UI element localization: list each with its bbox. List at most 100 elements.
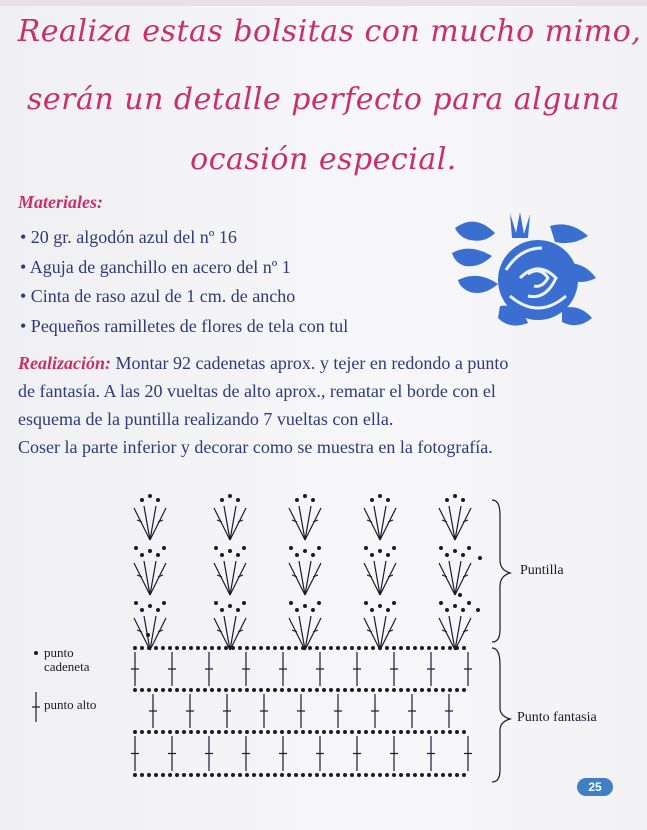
- chain-stitch-dot: [238, 730, 242, 734]
- chain-stitch-dot: [462, 730, 466, 734]
- double-crochet-stitch: [288, 617, 306, 651]
- chain-stitch-dot: [301, 688, 305, 692]
- chain-stitch-dot: [364, 688, 368, 692]
- chain-stitch-dot: [294, 646, 298, 650]
- chain-stitch-dot: [134, 601, 138, 605]
- double-crochet-stitch: [143, 615, 151, 651]
- chain-stitch-dot: [148, 494, 152, 498]
- double-crochet-stitch: [379, 615, 387, 651]
- chain-stitch-dot: [329, 646, 333, 650]
- chain-stitch-dot: [371, 688, 375, 692]
- chain-stitch-dot: [245, 773, 249, 777]
- chain-stitch-dot: [317, 601, 321, 605]
- chain-stitch-dot: [168, 646, 172, 650]
- double-crochet-stitch: [237, 519, 244, 523]
- chain-stitch-dot: [357, 688, 361, 692]
- title-line-2: serán un detalle perfecto para alguna: [27, 82, 620, 117]
- double-crochet-stitch: [157, 519, 164, 523]
- double-crochet-stitch: [157, 629, 164, 633]
- chain-stitch-dot: [231, 688, 235, 692]
- chain-stitch-dot: [434, 730, 438, 734]
- chain-stitch-dot: [252, 773, 256, 777]
- double-crochet-stitch: [143, 505, 151, 541]
- chain-stitch-dot: [386, 553, 390, 557]
- chain-stitch-dot: [392, 730, 396, 734]
- instructions-label: Realización:: [18, 353, 111, 373]
- chain-stitch-dot: [420, 773, 424, 777]
- double-crochet-stitch: [223, 560, 231, 596]
- instructions-text: Realización: Montar 92 cadenetas aprox. …: [18, 349, 628, 461]
- chain-stitch-dot: [210, 730, 214, 734]
- materials-list: • 20 gr. algodón azul del nº 16 • Aguja …: [20, 223, 348, 341]
- leaf-shape: [458, 275, 498, 293]
- chain-stitch-dot: [378, 730, 382, 734]
- chain-stitch-dot: [34, 651, 38, 655]
- chain-stitch-dot: [220, 498, 224, 502]
- chain-stitch-dot: [371, 646, 375, 650]
- instructions-text-1: Montar 92 cadenetas aprox. y tejer en re…: [111, 353, 509, 373]
- chain-stitch-dot: [462, 688, 466, 692]
- chain-stitch-dot: [357, 730, 361, 734]
- chain-stitch-dot: [453, 549, 457, 553]
- double-crochet-stitch: [291, 574, 298, 578]
- double-crochet-stitch: [133, 617, 151, 651]
- double-crochet-stitch: [312, 574, 319, 578]
- crochet-chart: [32, 494, 513, 783]
- chain-stitch-dot: [196, 646, 200, 650]
- chain-stitch-dot: [245, 646, 249, 650]
- chain-stitch-dot: [189, 688, 193, 692]
- chain-stitch-dot: [245, 688, 249, 692]
- chain-stitch-dot: [378, 646, 382, 650]
- chain-stitch-dot: [228, 494, 232, 498]
- instructions-line-2: de fantasía. A las 20 vueltas de alto ap…: [18, 381, 496, 401]
- chain-stitch-dot: [462, 646, 466, 650]
- chain-stitch-dot: [392, 646, 396, 650]
- double-crochet-stitch: [304, 507, 322, 541]
- chain-stitch-dot: [343, 646, 347, 650]
- leaf-shape: [452, 248, 492, 267]
- chain-stitch-dot: [210, 773, 214, 777]
- chain-stitch-dot: [280, 646, 284, 650]
- chain-stitch-dot: [182, 646, 186, 650]
- double-crochet-stitch: [229, 505, 237, 541]
- chain-stitch-dot: [461, 553, 465, 557]
- chain-stitch-dot: [196, 773, 200, 777]
- materials-item: • 20 gr. algodón azul del nº 16: [20, 227, 237, 247]
- double-crochet-stitch: [379, 617, 397, 651]
- chain-stitch-dot: [350, 688, 354, 692]
- chain-stitch-dot: [413, 688, 417, 692]
- brace-fantasia: [491, 647, 513, 783]
- chain-stitch-dot: [448, 730, 452, 734]
- materials-heading: Materiales:: [18, 192, 103, 212]
- double-crochet-stitch: [229, 562, 247, 596]
- double-crochet-stitch: [366, 629, 373, 633]
- chain-stitch-dot: [478, 556, 482, 560]
- materials-item: • Cinta de raso azul de 1 cm. de ancho: [20, 286, 296, 306]
- double-crochet-stitch: [441, 629, 448, 633]
- double-crochet-stitch: [448, 505, 456, 541]
- double-crochet-stitch: [454, 562, 472, 596]
- chain-stitch-dot: [420, 646, 424, 650]
- chain-stitch-dot: [322, 773, 326, 777]
- chain-stitch-dot: [420, 730, 424, 734]
- chain-stitch-dot: [140, 773, 144, 777]
- chain-stitch-dot: [434, 646, 438, 650]
- chain-stitch-dot: [406, 773, 410, 777]
- chain-stitch-dot: [259, 773, 263, 777]
- double-crochet-stitch: [149, 507, 167, 541]
- chain-stitch-dot: [441, 773, 445, 777]
- chain-stitch-dot: [461, 498, 465, 502]
- chain-stitch-dot: [311, 553, 315, 557]
- chain-stitch-dot: [427, 688, 431, 692]
- double-crochet-stitch: [363, 617, 381, 651]
- chain-stitch-dot: [238, 688, 242, 692]
- double-crochet-stitch: [438, 507, 456, 541]
- chain-stitch-dot: [311, 608, 315, 612]
- chain-stitch-dot: [140, 646, 144, 650]
- chain-stitch-dot: [462, 773, 466, 777]
- chain-stitch-dot: [370, 498, 374, 502]
- chain-stitch-dot: [308, 773, 312, 777]
- chain-stitch-dot: [156, 498, 160, 502]
- chain-stitch-dot: [378, 549, 382, 553]
